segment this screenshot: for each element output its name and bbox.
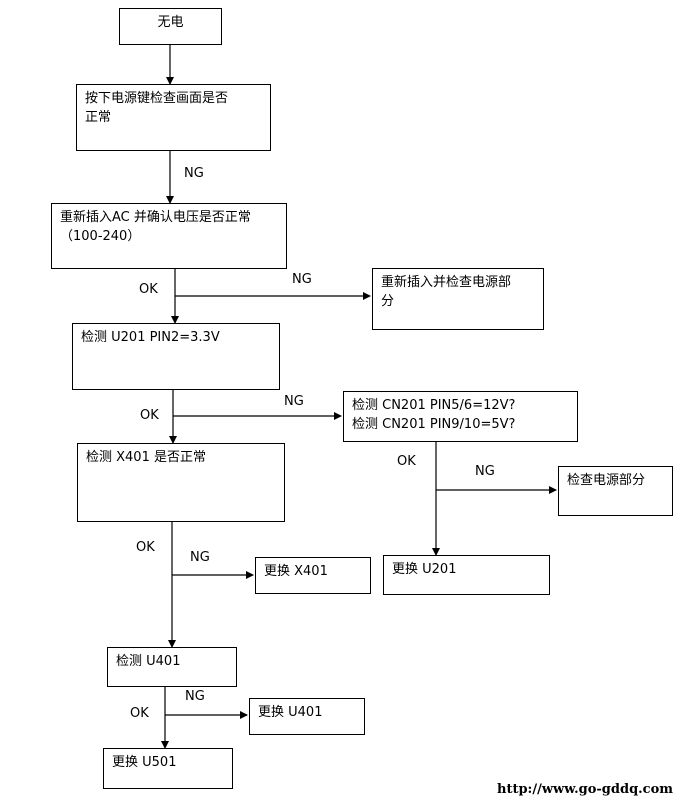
edge-label-ok-u201: OK bbox=[140, 408, 159, 423]
edge-label-ok-ac: OK bbox=[139, 282, 158, 297]
node-check-u201: 检测 U201 PIN2=3.3V bbox=[72, 323, 280, 390]
node-replace-u201: 更换 U201 bbox=[383, 555, 550, 595]
node-reinsert-ac: 重新插入AC 并确认电压是否正常 （100-240） bbox=[51, 203, 287, 269]
node-power-key: 按下电源键检查画面是否 正常 bbox=[76, 84, 271, 151]
node-check-power: 检查电源部分 bbox=[558, 466, 673, 516]
edge-label-ng-u201: NG bbox=[284, 394, 304, 409]
edge-label-ng-cn201: NG bbox=[475, 464, 495, 479]
watermark-url: http://www.go-gddq.com bbox=[497, 782, 674, 797]
edge-label-ok-cn201: OK bbox=[397, 454, 416, 469]
node-check-cn201: 检测 CN201 PIN5/6=12V? 检测 CN201 PIN9/10=5V… bbox=[343, 391, 578, 442]
node-replace-u501: 更换 U501 bbox=[103, 748, 233, 789]
node-check-u401: 检测 U401 bbox=[107, 647, 237, 687]
edge-label-ok-x401: OK bbox=[136, 540, 155, 555]
edge-label-ng-x401: NG bbox=[190, 550, 210, 565]
node-replace-x401: 更换 X401 bbox=[255, 557, 371, 594]
edge-label-ok-u401: OK bbox=[130, 706, 149, 721]
node-start: 无电 bbox=[119, 8, 222, 45]
node-check-x401: 检测 X401 是否正常 bbox=[77, 443, 285, 522]
edge-label-ng-ac: NG bbox=[292, 272, 312, 287]
node-reinsert-check-power: 重新插入并检查电源部 分 bbox=[372, 268, 544, 330]
node-replace-u401: 更换 U401 bbox=[249, 698, 365, 735]
edge-label-ng-u401: NG bbox=[185, 689, 205, 704]
edge-label-ng-power-key: NG bbox=[184, 166, 204, 181]
